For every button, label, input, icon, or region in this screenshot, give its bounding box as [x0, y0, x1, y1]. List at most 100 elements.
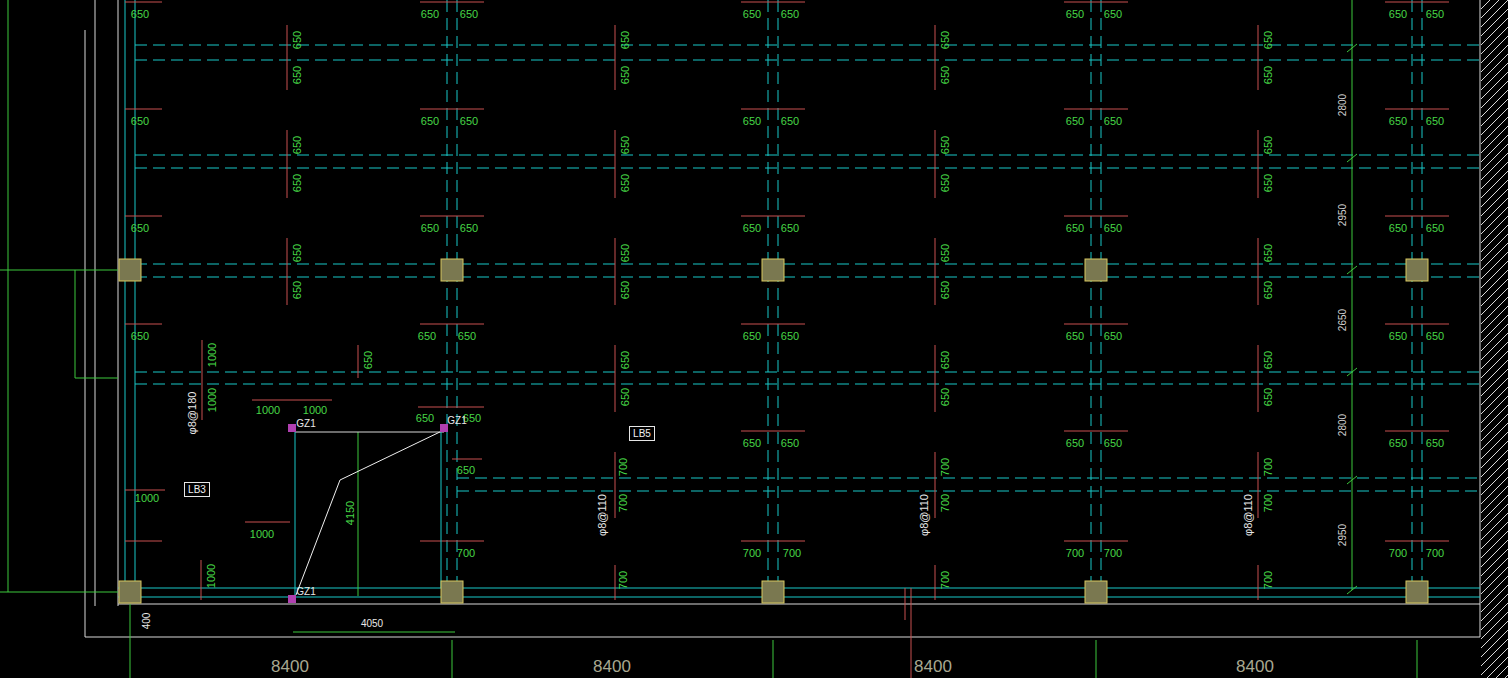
rebar-length: 650	[743, 223, 761, 234]
rebar-length: 650	[1426, 331, 1444, 342]
rebar-mark	[125, 490, 165, 491]
rebar-length: 650	[460, 223, 478, 234]
rebar-length: 700	[1426, 548, 1444, 559]
hidden-beam	[1422, 0, 1423, 588]
rebar-length: 650	[940, 66, 951, 84]
dimension-tick	[1347, 586, 1357, 594]
rebar-length: 650	[1389, 9, 1407, 20]
rebar-length: 650	[1104, 331, 1122, 342]
rebar-length: 700	[1263, 494, 1274, 512]
rebar-mark	[1064, 109, 1128, 110]
slab-tag: LB5	[629, 426, 655, 441]
hidden-beam	[768, 0, 769, 588]
rebar-mark	[245, 522, 290, 523]
rebar-length: 650	[940, 351, 951, 369]
rebar-length: φ8@110	[919, 494, 930, 536]
rebar-length: 650	[1426, 438, 1444, 449]
rebar-length: 650	[292, 281, 303, 299]
rebar-length: 650	[457, 465, 475, 476]
dimension-line	[75, 378, 118, 379]
rebar-length: 650	[940, 281, 951, 299]
rebar-length: 650	[781, 331, 799, 342]
rebar-mark	[125, 2, 162, 3]
rebar-length: 650	[1066, 223, 1084, 234]
rebar-length: 650	[1426, 223, 1444, 234]
axis-dimension: 8400	[271, 658, 309, 675]
rebar-length: 650	[292, 136, 303, 154]
rebar-length: 2800	[1338, 94, 1348, 116]
rebar-length: 650	[620, 388, 631, 406]
hidden-beam	[457, 478, 1480, 479]
rebar-length: 700	[618, 494, 629, 512]
rebar-mark	[358, 345, 359, 378]
rebar-length: 650	[292, 174, 303, 192]
rebar-length: 1000	[303, 405, 327, 416]
rebar-mark	[905, 588, 906, 620]
rebar-length: 700	[940, 571, 951, 589]
axis-dimension: 8400	[1236, 658, 1274, 675]
hatch-line	[1481, 0, 1508, 18]
rebar-length: 650	[743, 438, 761, 449]
dimension-line	[1352, 0, 1353, 590]
rebar-length: 650	[421, 223, 439, 234]
column	[1406, 259, 1428, 281]
dimension-line	[1417, 640, 1418, 678]
rebar-length: 650	[940, 388, 951, 406]
rebar-length: 650	[292, 31, 303, 49]
rebar-length: 650	[781, 438, 799, 449]
rebar-mark	[1064, 324, 1128, 325]
rebar-length: GZ1	[447, 416, 466, 426]
hidden-beam	[1101, 0, 1102, 588]
rebar-length: 650	[1263, 244, 1274, 262]
hidden-beam	[135, 155, 1480, 156]
hatch-line	[1481, 675, 1508, 678]
rebar-length: GZ1	[296, 419, 315, 429]
rebar-length: 700	[940, 494, 951, 512]
stair-line	[296, 430, 444, 595]
slab-tag-text: LB3	[188, 484, 206, 495]
rebar-length: 650	[1066, 116, 1084, 127]
rebar-length: 650	[421, 116, 439, 127]
beam-line	[125, 0, 126, 592]
slab-tag: LB3	[184, 482, 210, 497]
rebar-length: 1000	[135, 493, 159, 504]
dimension-tick	[1347, 266, 1357, 274]
rebar-mark	[287, 130, 288, 198]
rebar-mark	[1258, 238, 1259, 305]
rebar-length: 650	[1104, 116, 1122, 127]
rebar-length: 650	[363, 351, 374, 369]
column	[1085, 581, 1107, 603]
rebar-length: 700	[1263, 571, 1274, 589]
rebar-length: 650	[940, 136, 951, 154]
hidden-beam	[447, 0, 448, 588]
hatch-line	[1481, 666, 1508, 678]
wall-line	[85, 637, 1480, 638]
dimension-line	[75, 270, 76, 378]
rebar-length: 2950	[1338, 524, 1348, 546]
column	[119, 581, 141, 603]
rebar-mark	[287, 238, 288, 305]
rebar-length: 650	[781, 9, 799, 20]
rebar-length: 650	[1263, 136, 1274, 154]
rebar-length: 650	[940, 31, 951, 49]
rebar-length: 650	[460, 116, 478, 127]
hidden-beam	[1091, 0, 1092, 588]
hidden-beam	[135, 60, 1480, 61]
rebar-length: 650	[743, 116, 761, 127]
rebar-length: 650	[620, 66, 631, 84]
rebar-mark	[741, 109, 805, 110]
rebar-length: 650	[620, 281, 631, 299]
rebar-length: 1000	[206, 564, 217, 588]
column	[1085, 259, 1107, 281]
rebar-length: 4150	[345, 501, 356, 525]
rebar-length: 650	[131, 9, 149, 20]
rebar-mark	[911, 588, 912, 678]
dimension-line	[293, 632, 455, 633]
rebar-length: 650	[1263, 174, 1274, 192]
rebar-mark	[615, 25, 616, 90]
rebar-length: 650	[620, 31, 631, 49]
rebar-length: 650	[940, 244, 951, 262]
rebar-mark	[287, 25, 288, 90]
beam-line	[118, 597, 1480, 598]
